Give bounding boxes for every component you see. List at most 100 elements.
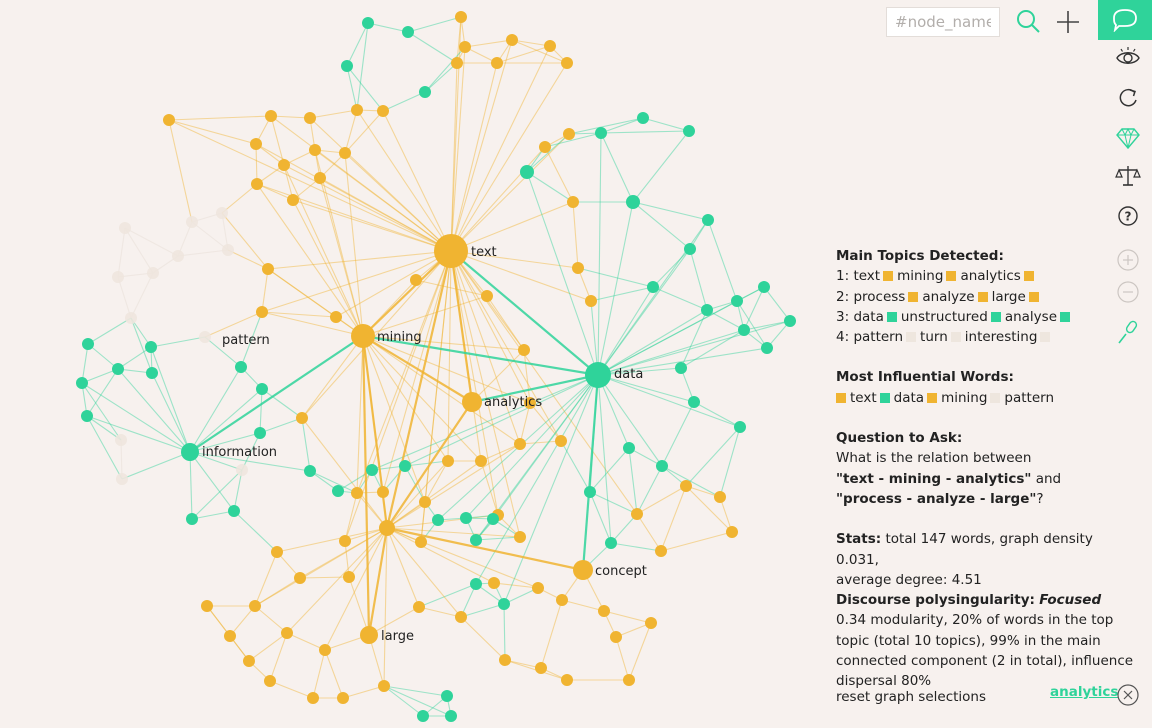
graph-node[interactable] <box>307 692 319 704</box>
graph-node[interactable] <box>337 692 349 704</box>
graph-node[interactable] <box>228 505 240 517</box>
graph-node[interactable] <box>460 512 472 524</box>
zoom-in-icon[interactable] <box>1114 246 1142 274</box>
topic-word[interactable]: data <box>893 389 925 406</box>
graph-node[interactable] <box>532 582 544 594</box>
graph-node[interactable] <box>684 243 696 255</box>
topic-word[interactable]: data <box>853 308 884 325</box>
graph-node[interactable] <box>462 392 482 412</box>
graph-node[interactable] <box>731 295 743 307</box>
graph-node[interactable] <box>459 41 471 53</box>
graph-node[interactable] <box>366 464 378 476</box>
topic-word[interactable]: turn <box>920 329 948 346</box>
selected-node-tag[interactable]: analytics <box>1050 684 1119 700</box>
graph-node[interactable] <box>304 112 316 124</box>
plus-icon[interactable] <box>1052 6 1084 38</box>
topic-word[interactable]: analytics <box>960 268 1021 285</box>
scales-icon[interactable] <box>1114 162 1142 190</box>
graph-node[interactable] <box>119 222 131 234</box>
graph-node[interactable] <box>595 127 607 139</box>
graph-node[interactable] <box>265 110 277 122</box>
graph-node[interactable] <box>675 362 687 374</box>
graph-node[interactable] <box>287 194 299 206</box>
graph-node[interactable] <box>199 331 211 343</box>
graph-node[interactable] <box>455 611 467 623</box>
graph-node[interactable] <box>415 536 427 548</box>
graph-node[interactable] <box>339 535 351 547</box>
graph-node[interactable] <box>645 617 657 629</box>
zoom-out-icon[interactable] <box>1114 278 1142 306</box>
graph-node[interactable] <box>524 397 536 409</box>
graph-node[interactable] <box>535 662 547 674</box>
graph-node[interactable] <box>235 361 247 373</box>
graph-node[interactable] <box>442 455 454 467</box>
graph-node[interactable] <box>738 324 750 336</box>
close-icon[interactable] <box>1117 684 1139 706</box>
graph-node[interactable] <box>251 178 263 190</box>
graph-node[interactable] <box>271 546 283 558</box>
graph-node[interactable] <box>278 159 290 171</box>
graph-node[interactable] <box>243 655 255 667</box>
graph-node[interactable] <box>455 11 467 23</box>
graph-node[interactable] <box>236 464 248 476</box>
graph-node[interactable] <box>181 443 199 461</box>
graph-node[interactable] <box>351 324 375 348</box>
graph-node[interactable] <box>250 138 262 150</box>
graph-node[interactable] <box>626 195 640 209</box>
reset-selections-link[interactable]: reset graph selections <box>836 689 987 705</box>
topic-word[interactable]: mining <box>941 389 988 406</box>
graph-node[interactable] <box>518 344 530 356</box>
graph-node[interactable] <box>623 442 635 454</box>
graph-node[interactable] <box>561 674 573 686</box>
graph-node[interactable] <box>637 112 649 124</box>
graph-node[interactable] <box>451 57 463 69</box>
graph-node[interactable] <box>147 267 159 279</box>
graph-node[interactable] <box>82 338 94 350</box>
chat-button[interactable] <box>1098 0 1152 40</box>
graph-node[interactable] <box>309 144 321 156</box>
topic-word[interactable]: interesting <box>964 329 1038 346</box>
graph-node[interactable] <box>116 473 128 485</box>
graph-node[interactable] <box>112 271 124 283</box>
graph-node[interactable] <box>115 434 127 446</box>
topic-word[interactable]: large <box>991 288 1026 305</box>
node-search-input[interactable] <box>886 7 1000 37</box>
graph-node[interactable] <box>487 513 499 525</box>
graph-node[interactable] <box>343 571 355 583</box>
graph-node[interactable] <box>419 86 431 98</box>
graph-node[interactable] <box>488 577 500 589</box>
graph-node[interactable] <box>256 306 268 318</box>
topic-word[interactable]: text <box>853 268 881 285</box>
topic-word[interactable]: pattern <box>1004 389 1055 406</box>
graph-node[interactable] <box>377 105 389 117</box>
graph-node[interactable] <box>567 196 579 208</box>
graph-node[interactable] <box>680 480 692 492</box>
graph-node[interactable] <box>506 34 518 46</box>
microphone-icon[interactable] <box>1114 318 1142 346</box>
graph-node[interactable] <box>339 147 351 159</box>
graph-node[interactable] <box>254 427 266 439</box>
graph-node[interactable] <box>573 560 593 580</box>
graph-node[interactable] <box>656 460 668 472</box>
topic-word[interactable]: mining <box>897 268 944 285</box>
graph-node[interactable] <box>330 311 342 323</box>
graph-node[interactable] <box>360 626 378 644</box>
graph-node[interactable] <box>598 605 610 617</box>
graph-node[interactable] <box>163 114 175 126</box>
graph-node[interactable] <box>262 263 274 275</box>
graph-node[interactable] <box>314 172 326 184</box>
graph-node[interactable] <box>402 26 414 38</box>
graph-node[interactable] <box>584 486 596 498</box>
graph-node[interactable] <box>758 281 770 293</box>
graph-node[interactable] <box>441 690 453 702</box>
topic-word[interactable]: analyse <box>1004 308 1057 325</box>
graph-node[interactable] <box>623 674 635 686</box>
graph-node[interactable] <box>434 234 468 268</box>
topic-word[interactable]: analyze <box>922 288 975 305</box>
graph-node[interactable] <box>332 485 344 497</box>
graph-node[interactable] <box>125 312 137 324</box>
graph-node[interactable] <box>399 460 411 472</box>
graph-node[interactable] <box>417 710 429 722</box>
